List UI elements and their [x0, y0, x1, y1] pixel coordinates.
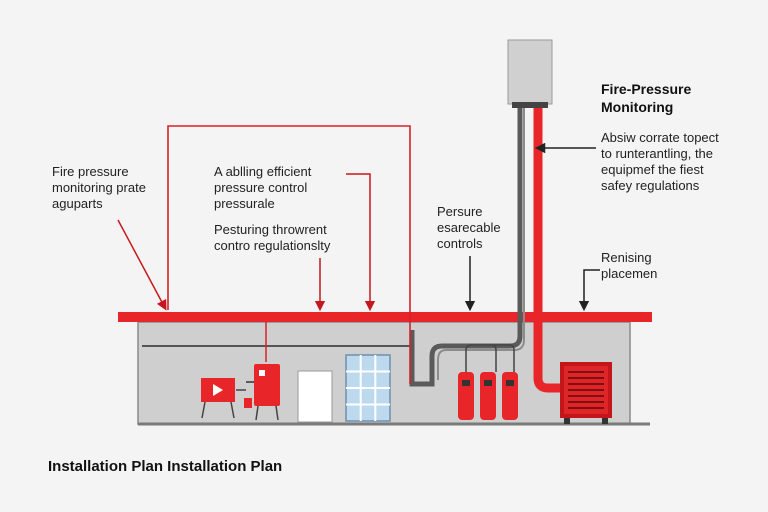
heat-exchanger-icon: [560, 362, 612, 424]
annotation-right: Renising placemen: [601, 250, 657, 282]
annotation-line: pressure control: [214, 180, 308, 195]
top-unit: [507, 39, 553, 105]
annotation-line: aguparts: [52, 196, 103, 211]
annotation-center-top: A ablling efficient pressure control pre…: [214, 164, 311, 212]
top-unit-base: [512, 102, 548, 108]
arrow-center-top: [346, 173, 376, 312]
annotation-line: equipmef the fiest: [601, 162, 704, 177]
title-line-2: Monitoring: [601, 99, 674, 115]
annotation-line: safey regulations: [601, 178, 700, 193]
annotation-line: placemen: [601, 266, 658, 281]
annotation-line: contro regulationslty: [214, 238, 331, 253]
annotation-controls: Persure esarecable controls: [437, 204, 501, 252]
annotation-line: controls: [437, 236, 483, 251]
red-riser-pipe: [533, 108, 566, 393]
annotation-line: monitoring prate: [52, 180, 146, 195]
annotation-line: to runterantling, the: [601, 146, 714, 161]
diagram-caption: Installation Plan Installation Plan: [48, 458, 283, 475]
annotation-line: Renising: [601, 250, 652, 265]
annotation-line: A ablling efficient: [214, 164, 312, 179]
annotation-line: pressurale: [214, 196, 275, 211]
fire-pump-icon: [244, 364, 280, 421]
red-wire-frame: [167, 125, 411, 384]
annotation-line: Absiw corrate topect: [601, 130, 719, 145]
roof-bar: [118, 312, 652, 322]
annotation-left: Fire pressure monitoring prate aguparts: [52, 164, 146, 212]
annotation-center-mid: Pesturing throwrent contro regulationslt…: [214, 222, 330, 254]
arrow-left: [117, 219, 167, 311]
gray-pipe: [409, 108, 523, 387]
gray-pipe-inner: [437, 108, 525, 380]
arrow-right: [578, 269, 600, 312]
annotation-top-right: Absiw corrate topect to runterantling, t…: [601, 130, 719, 194]
annotation-line: esarecable: [437, 220, 501, 235]
annotation-line: Pesturing throwrent: [214, 222, 327, 237]
diagram-title: Fire-Pressure Monitoring: [601, 80, 691, 116]
door: [297, 370, 333, 423]
title-line-1: Fire-Pressure: [601, 81, 692, 97]
annotation-line: Persure: [437, 204, 483, 219]
fire-alarm-panel-icon: [201, 378, 246, 419]
gas-cylinder-icon: [458, 344, 518, 420]
window: [345, 354, 391, 422]
annotation-line: Fire pressure: [52, 164, 129, 179]
